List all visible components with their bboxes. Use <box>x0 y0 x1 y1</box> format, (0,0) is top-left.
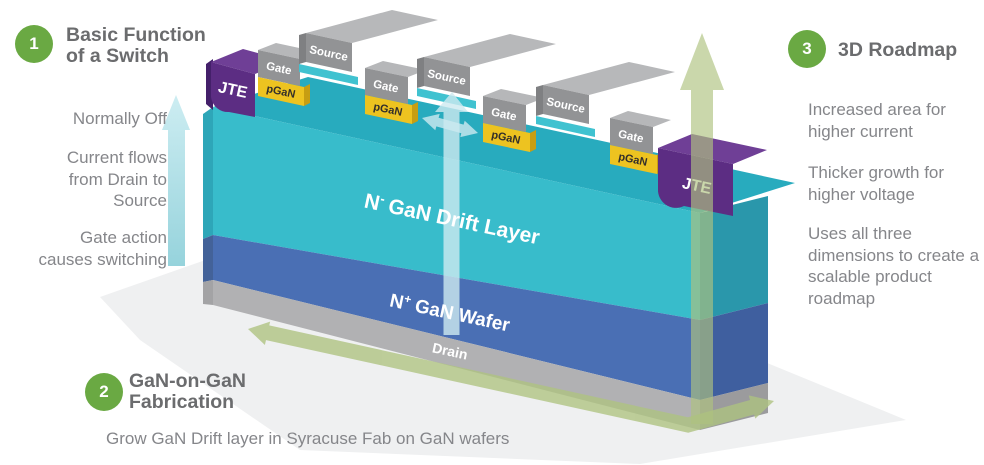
step-2-title-line1: GaN-on-GaN <box>129 370 246 392</box>
current-flow-arrows <box>422 92 478 335</box>
note-normally-off: Normally Off <box>0 108 167 130</box>
source-front-face <box>543 85 589 124</box>
source-top-face <box>543 62 675 95</box>
note-line: Normally Off <box>72 109 167 128</box>
note-line: Current flows <box>66 148 167 167</box>
pgan-side-face <box>530 130 536 152</box>
pgan-side-face <box>304 84 310 106</box>
source-end-sliver <box>417 57 424 88</box>
jte-left-front-face <box>211 62 255 117</box>
note-line: Increased area for <box>808 100 946 119</box>
source-top-face <box>306 10 438 43</box>
step-3-badge: 3 <box>788 30 826 68</box>
pgan-front-face <box>483 123 530 152</box>
note-thicker-growth: Thicker growth for higher voltage <box>808 162 982 205</box>
drift-left-face <box>203 107 213 239</box>
pgan-1-label: pGaN <box>265 83 296 101</box>
note-three-dimensions: Uses all three dimensions to create a sc… <box>808 223 982 309</box>
note-current-flows: Current flows from Drain to Source <box>0 147 167 212</box>
normally-off-arrow <box>162 95 190 266</box>
pgan-2-label: pGaN <box>372 101 403 119</box>
drain-label: Drain <box>431 339 469 362</box>
area-arrow-shaft <box>264 325 756 433</box>
thicker-growth-arrow <box>680 33 724 424</box>
note-line: from Drain to <box>68 169 167 189</box>
device <box>203 10 795 430</box>
pgan-3-label: pGaN <box>490 129 521 147</box>
fabrication-caption: Grow GaN Drift layer in Syracuse Fab on … <box>106 429 510 448</box>
note-line: Gate action <box>80 228 167 247</box>
step-1-badge: 1 <box>15 25 53 63</box>
mesa-strip <box>299 64 358 85</box>
wafer-right-face <box>700 303 768 400</box>
step-3-number: 3 <box>802 39 812 58</box>
source-top-face <box>424 34 556 67</box>
note-line: roadmap <box>808 288 876 308</box>
gate-finger-3 <box>483 89 544 152</box>
source-finger-1 <box>299 10 438 85</box>
gate-front-face <box>365 68 408 104</box>
area-arrow-head-left <box>248 321 271 345</box>
note-line: dimensions to create a <box>808 245 980 265</box>
step-2-title-line2: Fabrication <box>129 391 235 413</box>
gate-front-face <box>610 118 653 154</box>
drift-right-face <box>700 196 768 320</box>
source-end-sliver <box>536 85 543 116</box>
step-2-badge: 2 <box>85 373 123 411</box>
step-2-number: 2 <box>99 382 109 401</box>
increased-area-arrow <box>248 321 774 433</box>
pgan-front-face <box>258 77 304 106</box>
drain-front-face <box>213 280 700 430</box>
jte-left-label: JTE <box>217 79 250 102</box>
source-end-sliver <box>299 33 306 64</box>
note-line: causes switching <box>38 249 167 269</box>
wafer-left-face <box>203 235 213 282</box>
pgan-4-label: pGaN <box>617 151 648 169</box>
step-1-title-line1: Basic Function <box>66 24 206 46</box>
gate-finger-2 <box>365 61 426 124</box>
note-line: higher current <box>808 121 913 141</box>
step-3-title: 3D Roadmap <box>838 39 958 61</box>
step-1-title: Basic Function of a Switch <box>66 25 206 67</box>
vertical-current-arrow <box>435 92 468 335</box>
gate-3-label: Gate <box>490 106 518 123</box>
gate-1-label: Gate <box>265 60 293 77</box>
lateral-gate-arrow <box>422 113 478 138</box>
area-arrow-head-right <box>748 395 774 419</box>
drain-left-face <box>203 280 213 305</box>
source-front-face <box>306 33 352 72</box>
source-finger-3 <box>536 62 675 137</box>
step-1-number: 1 <box>29 34 39 53</box>
pgan-front-face <box>365 95 412 124</box>
note-line: Thicker growth for <box>808 163 945 182</box>
gate-top-face <box>365 61 426 77</box>
device-labels: JTE JTE Gate Gate Gate Gate pGaN pGaN pG… <box>217 44 714 363</box>
gate-finger-4 <box>610 111 671 174</box>
gate-top-face <box>483 89 544 105</box>
note-line: higher voltage <box>808 184 915 204</box>
gate-top-face <box>610 111 671 127</box>
source-front-face <box>424 57 470 96</box>
note-line: Source <box>113 191 167 210</box>
step-1-title-line2: of a Switch <box>66 45 169 67</box>
note-line: scalable product <box>808 267 932 286</box>
pgan-front-face <box>610 145 657 174</box>
note-line: Uses all three <box>808 224 912 243</box>
gate-2-label: Gate <box>372 78 400 95</box>
mesa-strip <box>536 116 595 137</box>
pgan-side-face <box>412 102 418 124</box>
gate-4-label: Gate <box>617 128 645 145</box>
note-gate-action: Gate action causes switching <box>0 227 167 270</box>
gate-front-face <box>483 96 526 132</box>
step-2-title: GaN-on-GaN Fabrication <box>129 371 246 413</box>
gate-front-face <box>258 50 300 86</box>
note-increased-area: Increased area for higher current <box>808 99 982 142</box>
